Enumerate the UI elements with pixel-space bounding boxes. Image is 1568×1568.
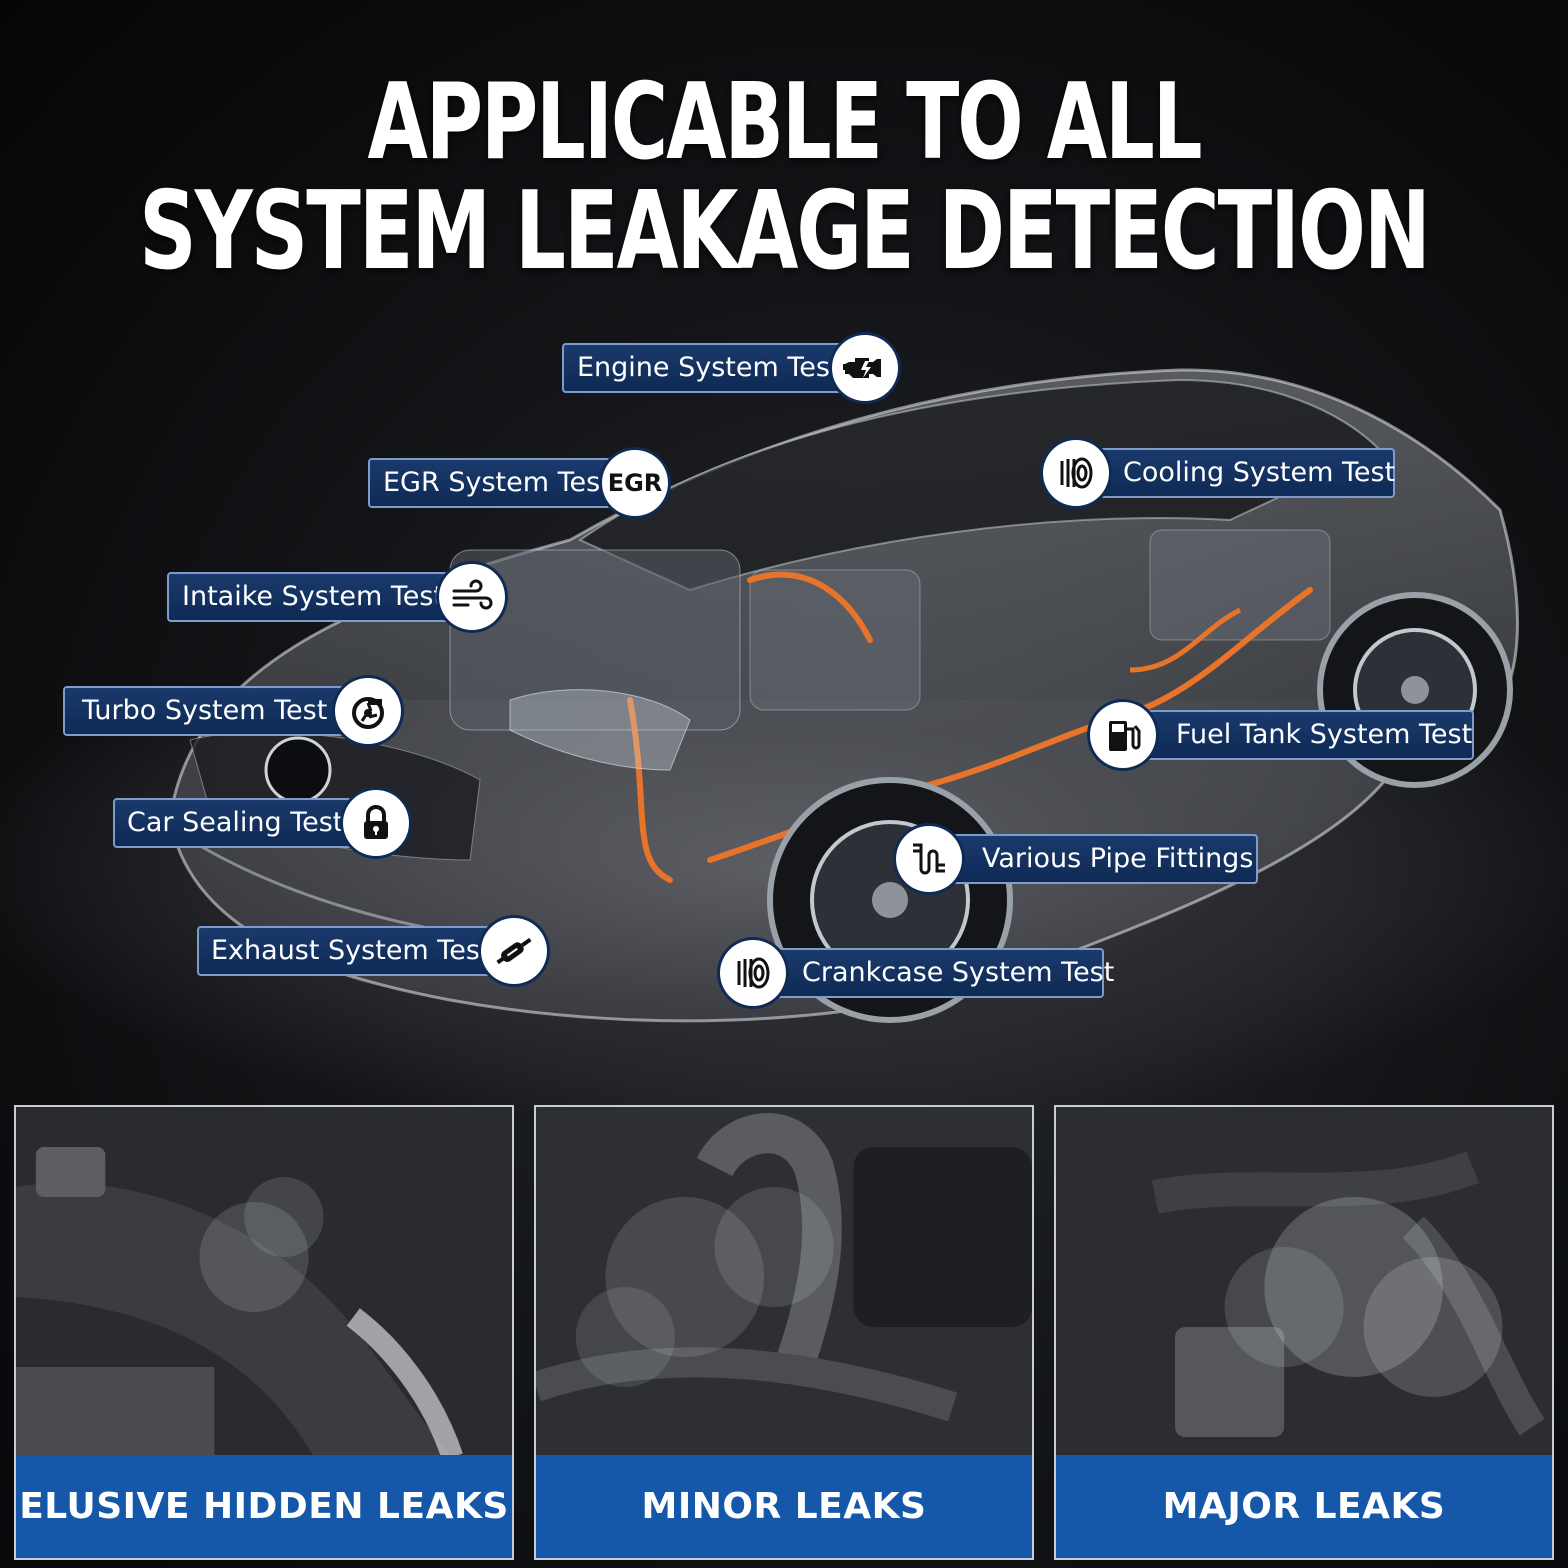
wind-icon [439,564,505,630]
headline-line-1: APPLICABLE TO ALL [367,62,1202,184]
engine-icon [832,335,898,401]
caption-major-leaks: MAJOR LEAKS [1056,1455,1552,1558]
egr-icon: EGR [602,450,668,516]
label-car-sealing-test: Car Sealing Test [113,790,409,856]
hoses-heavy-smoke-photo [1056,1107,1552,1457]
panel-minor-leaks: MINOR LEAKS [534,1105,1034,1560]
label-turbo-system-test: Turbo System Test [63,678,401,744]
label-engine-system-test: Engine System Test [562,335,898,401]
lock-icon [343,790,409,856]
label-various-pipe-fittings: Various Pipe Fittings [896,826,1258,892]
exhaust-icon [481,918,547,984]
fuel-pump-icon [1090,702,1156,768]
label-exhaust-system-test: Exhaust System Test [197,918,547,984]
caption-elusive-hidden-leaks: ELUSIVE HIDDEN LEAKS [16,1455,512,1558]
label-cooling-system-test: Cooling System Test [1043,440,1395,506]
label-fuel-tank-system-test: Fuel Tank System Test [1090,702,1474,768]
turbo-icon [335,678,401,744]
panel-major-leaks: MAJOR LEAKS [1054,1105,1554,1560]
caption-minor-leaks: MINOR LEAKS [536,1455,1032,1558]
crankcase-icon [720,940,786,1006]
headline-line-2: SYSTEM LEAKAGE DETECTION [139,168,1431,294]
label-crankcase-system-test: Crankcase System Test [720,940,1114,1006]
engine-hose-smoke-photo [16,1107,512,1457]
engine-bay-smoke-photo [536,1107,1032,1457]
label-intake-system-test: Intaike System Test [167,564,505,630]
label-egr-system-test: EGR System Test EGR [368,450,668,516]
cooling-icon [1043,440,1109,506]
pipe-icon [896,826,962,892]
panel-elusive-hidden-leaks: ELUSIVE HIDDEN LEAKS [14,1105,514,1560]
